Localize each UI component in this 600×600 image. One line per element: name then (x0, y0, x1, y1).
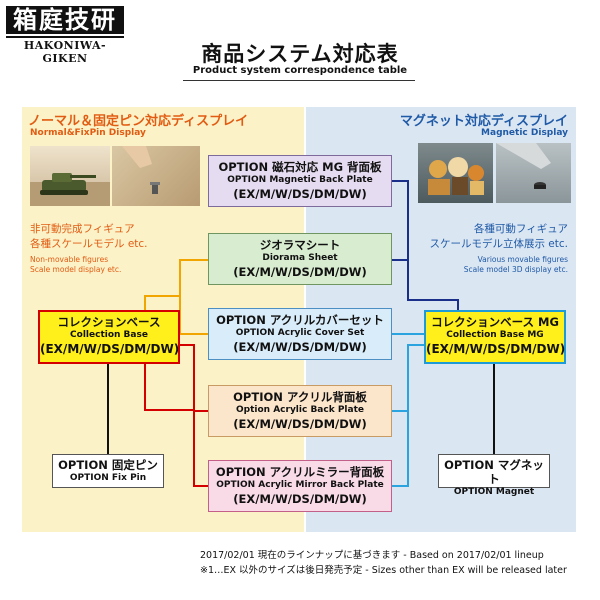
box-title-jp: OPTION マグネット (444, 458, 544, 486)
title-underline (183, 80, 415, 81)
box-title-jp: OPTION アクリル背面板 (233, 390, 367, 404)
fixpin-hand-photo (112, 146, 200, 206)
box-title-en: OPTION Fix Pin (69, 473, 147, 483)
connector-magback-base-mg (392, 180, 409, 261)
footer-size-note: ※1…EX 以外のサイズは後日発売予定 - Sizes other than E… (200, 565, 567, 576)
logo-en: HAKONIWA-GIKEN (6, 36, 124, 65)
option-acrylic-back-plate-box: OPTION アクリル背面板 Option Acrylic Back Plate… (208, 385, 392, 437)
box-title-jp: OPTION 磁石対応 MG 背面板 (218, 160, 382, 174)
right-desc-en-2: Scale model 3D display etc. (463, 265, 568, 274)
tank-model-illustration (30, 173, 110, 206)
diorama-sheet-box: ジオラマシート Diorama Sheet (EX/M/W/DS/DM/DW) (208, 233, 392, 285)
box-title-en: OPTION Acrylic Cover Set (235, 328, 365, 338)
connector-acryback-base-mg (392, 344, 424, 412)
connector-acryback-mirror (193, 411, 208, 487)
magnet-illustration (496, 143, 551, 189)
option-acrylic-cover-set-box: OPTION アクリルカバーセット OPTION Acrylic Cover S… (208, 308, 392, 360)
left-desc-en-2: Scale model display etc. (30, 265, 122, 274)
option-magnetic-back-plate-box: OPTION 磁石対応 MG 背面板 OPTION Magnetic Back … (208, 155, 392, 207)
tank-model-photo (30, 146, 110, 206)
option-magnet-box: OPTION マグネット OPTION Magnet (438, 454, 550, 497)
right-desc-jp-1: 各種可動フィギュア (473, 223, 568, 235)
box-title-en: OPTION Magnet (453, 487, 535, 497)
box-sizes: (EX/M/W/DS/DM/DW) (233, 417, 367, 431)
box-title-en: OPTION Acrylic Mirror Back Plate (216, 480, 384, 490)
option-acrylic-mirror-back-plate-box: OPTION アクリルミラー背面板 OPTION Acrylic Mirror … (208, 460, 392, 512)
box-title-en: Collection Base MG (446, 330, 544, 340)
connector-base-acryback (180, 344, 208, 412)
magnet-photo (496, 143, 571, 203)
left-panel-title: ノーマル＆固定ピン対応ディスプレイ (28, 114, 249, 129)
box-title-jp: コレクションベース (57, 315, 161, 329)
box-sizes: (EX/M/W/DS/DM/DW) (40, 342, 180, 356)
box-title-jp: OPTION アクリルカバーセット (216, 313, 384, 327)
collection-base-box: コレクションベース Collection Base (EX/M/W/DS/DM/… (38, 310, 180, 364)
box-title-en: Diorama Sheet (262, 253, 338, 263)
box-title-en: Collection Base (70, 330, 148, 340)
collection-base-mg-box: コレクションベース MG Collection Base MG (EX/M/W/… (424, 310, 566, 364)
movable-figures-photo (418, 143, 493, 203)
box-title-en: OPTION Magnetic Back Plate (227, 175, 373, 185)
box-sizes: (EX/M/W/DS/DM/DW) (233, 187, 367, 201)
box-sizes: (EX/M/W/DS/DM/DW) (233, 265, 367, 279)
connector-base-diorama (144, 259, 208, 310)
page-title: 商品システム対応表 (201, 42, 399, 66)
logo-jp: 箱庭技研 (6, 6, 124, 34)
right-panel-title: マグネット対応ディスプレイ (399, 114, 568, 129)
right-panel-subtitle: Magnetic Display (481, 128, 568, 138)
brand-logo: 箱庭技研 HAKONIWA-GIKEN (6, 6, 124, 65)
left-panel-subtitle: Normal&FixPin Display (30, 128, 146, 138)
box-sizes: (EX/M/W/DS/DM/DW) (426, 342, 566, 356)
box-title-jp: コレクションベース MG (431, 315, 559, 329)
right-desc-en-1: Various movable figures (477, 255, 568, 264)
left-desc-en-1: Non-movable figures (30, 255, 109, 264)
footer-lineup-note: 2017/02/01 現在のラインナップに基づきます - Based on 20… (200, 550, 544, 561)
page-subtitle: Product system correspondence table (192, 65, 408, 76)
left-desc-jp-1: 非可動完成フィギュア (30, 223, 135, 235)
box-title-jp: OPTION アクリルミラー背面板 (215, 465, 385, 479)
left-desc-jp-2: 各種スケールモデル etc. (30, 238, 148, 250)
right-desc-jp-2: スケールモデル立体展示 etc. (429, 238, 568, 250)
box-title-en: Option Acrylic Back Plate (236, 405, 364, 415)
fixpin-illustration (122, 146, 160, 194)
figures-illustration (428, 157, 484, 195)
option-fix-pin-box: OPTION 固定ピン OPTION Fix Pin (52, 454, 164, 488)
box-sizes: (EX/M/W/DS/DM/DW) (233, 492, 367, 506)
connector-base-acrycover (179, 296, 208, 335)
connector-mirror-base-mg (392, 411, 409, 487)
connector-base-mirror (144, 364, 194, 411)
box-sizes: (EX/M/W/DS/DM/DW) (233, 340, 367, 354)
box-title-jp: ジオラマシート (259, 238, 341, 252)
connector-diorama-base-mg (407, 260, 459, 310)
box-title-jp: OPTION 固定ピン (58, 458, 158, 472)
